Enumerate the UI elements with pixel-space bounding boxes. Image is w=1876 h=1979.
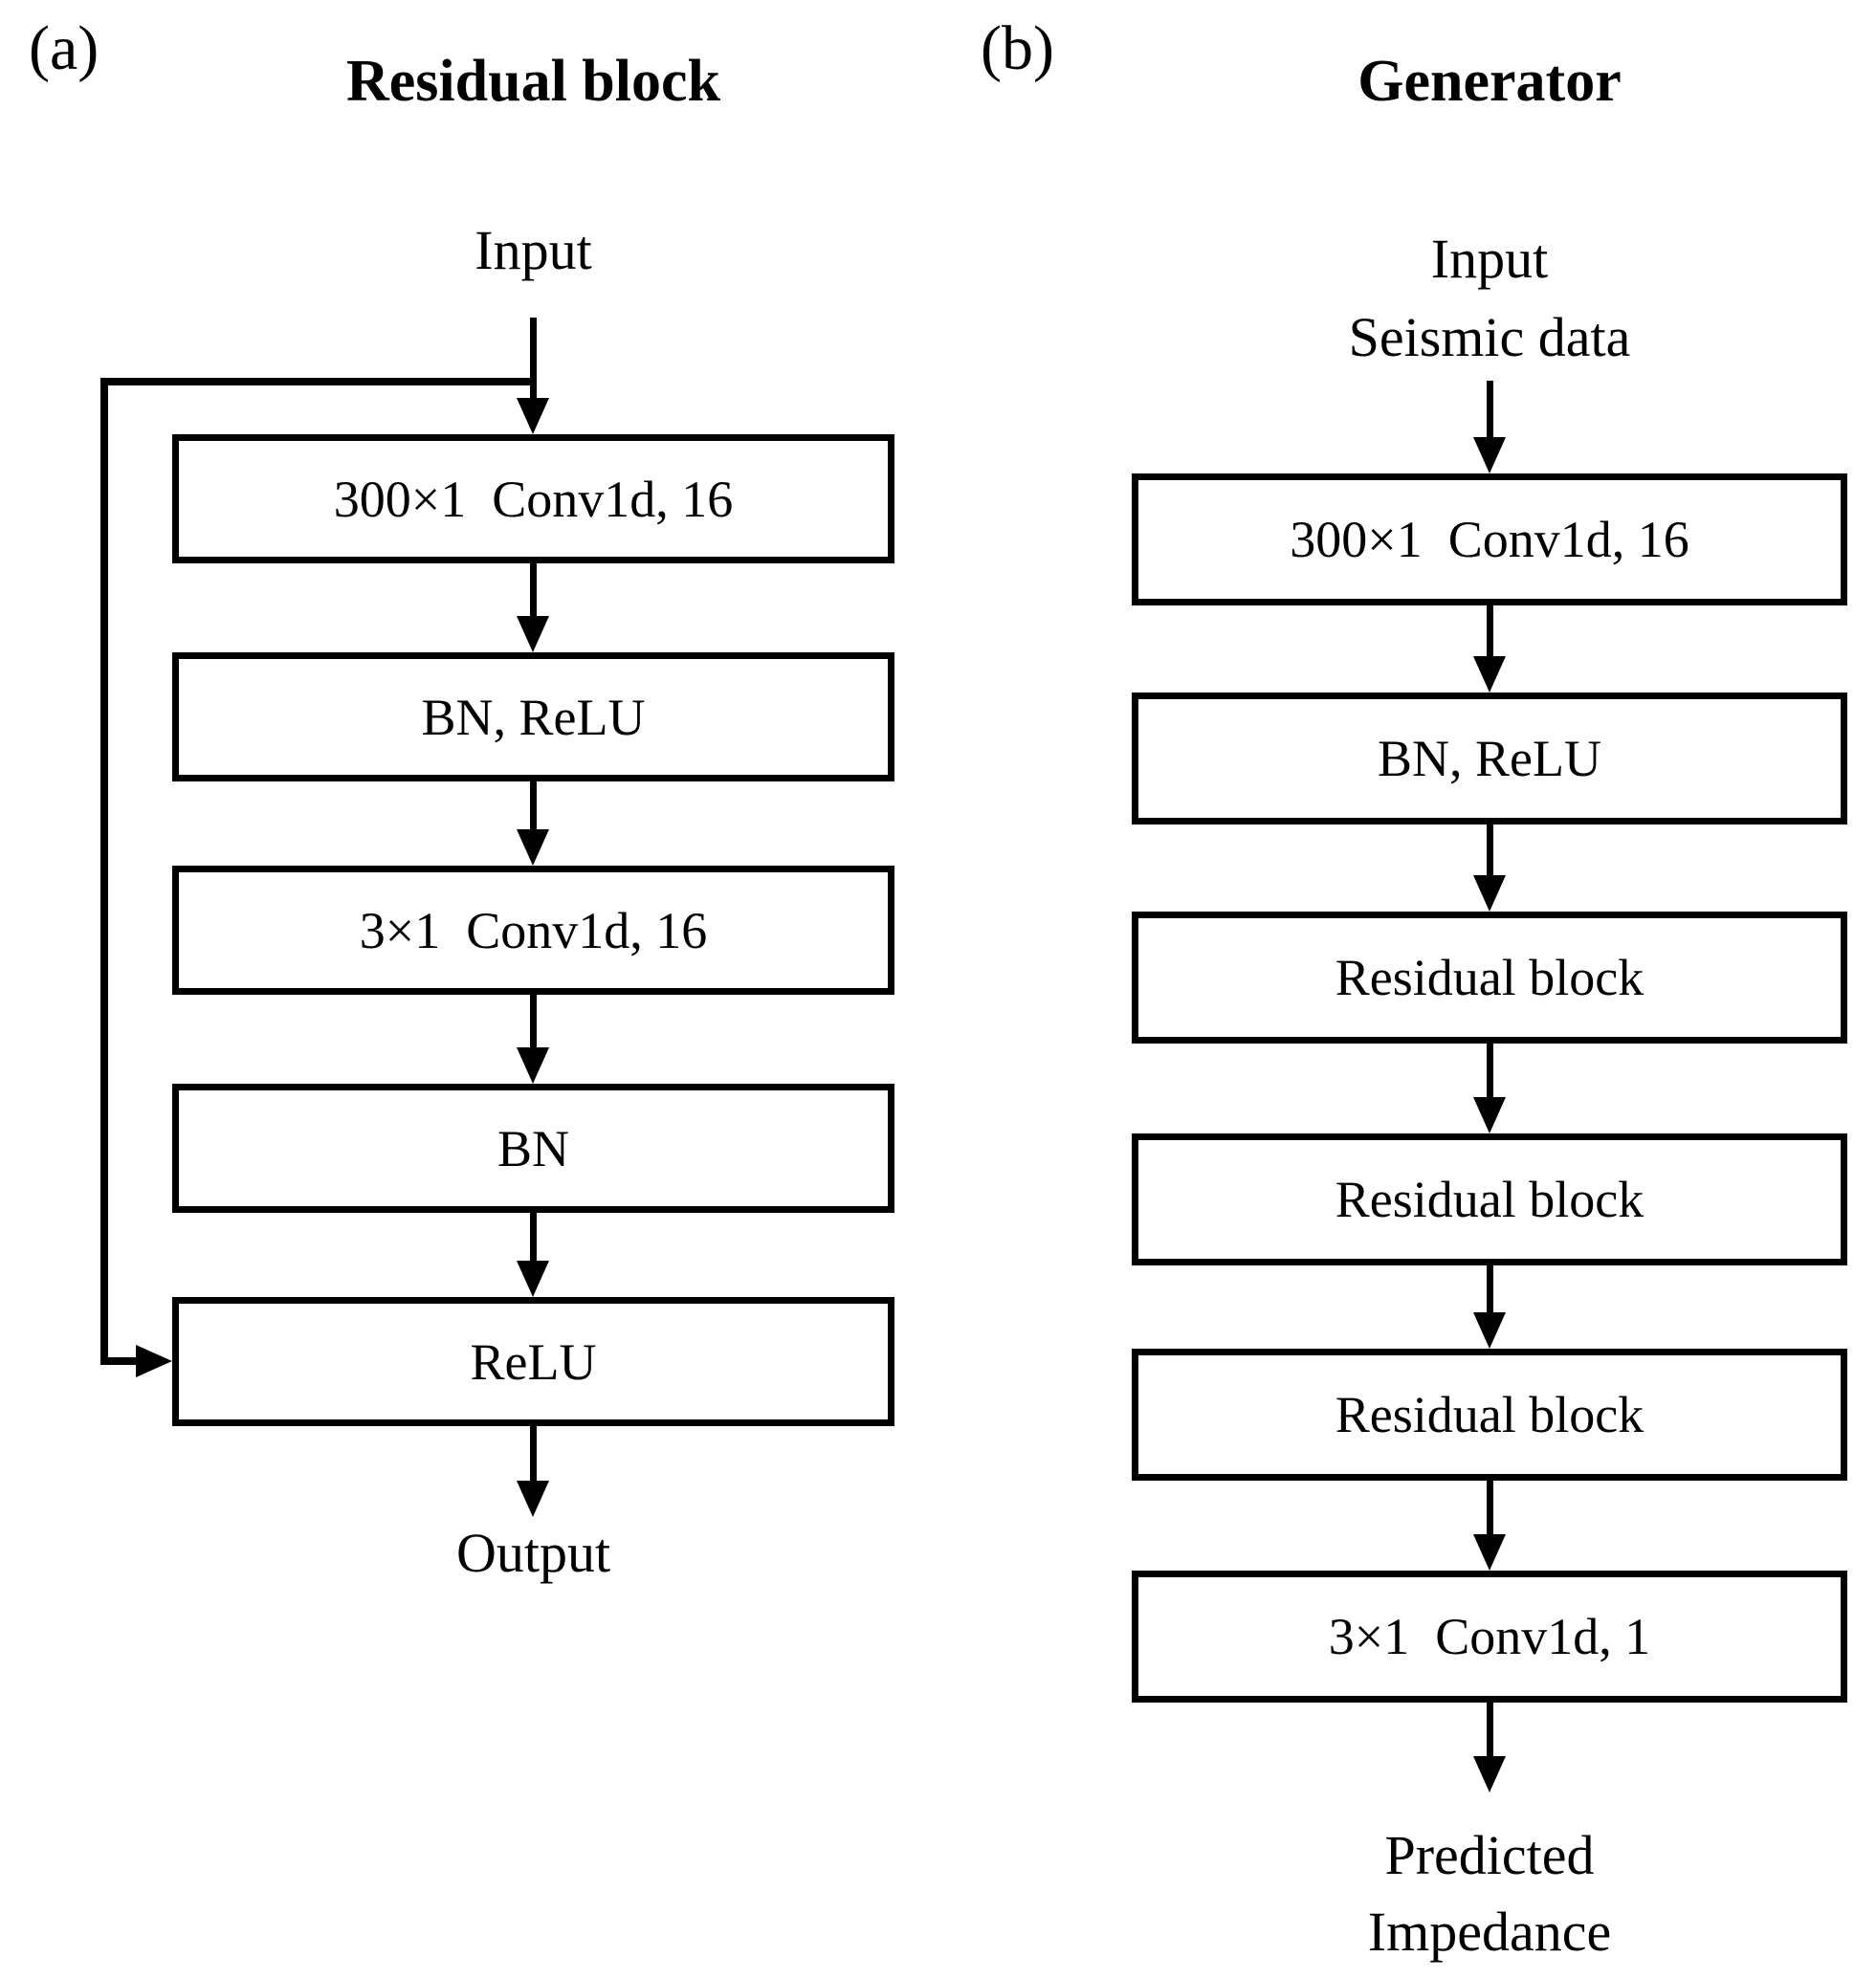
arrowhead-down-icon — [517, 1047, 549, 1084]
panel-b-input-line-1: Input — [1430, 228, 1549, 290]
panel-a-tag: (a) — [29, 13, 99, 83]
panel-b-output-label: Predicted Impedance — [1132, 1817, 1847, 1970]
box-label: 3×1 Conv1d, 16 — [359, 901, 708, 959]
arrowhead-down-icon — [517, 829, 549, 866]
arrowhead-down-icon — [1473, 1097, 1506, 1133]
arrowhead-down-icon — [1473, 656, 1506, 693]
flow-arrow-stem — [530, 781, 537, 829]
panel-a-title: Residual block — [345, 49, 721, 114]
input-arrow-stem — [530, 318, 537, 398]
box-conv-300x1: 300×1 Conv1d, 16 — [172, 434, 894, 563]
flow-arrow-stem — [1487, 1044, 1493, 1097]
input-arrow-stem — [1487, 381, 1493, 437]
panel-b-input-label: Input Seismic data — [1132, 220, 1847, 377]
arrowhead-down-icon — [517, 1261, 549, 1297]
output-arrow-stem — [530, 1426, 537, 1481]
arrowhead-down-icon — [1473, 1312, 1506, 1349]
box-label: Residual block — [1335, 1171, 1644, 1228]
arrowhead-down-icon — [517, 616, 549, 652]
box-bn: BN — [172, 1084, 894, 1213]
flow-arrow-stem — [530, 995, 537, 1047]
box-label: BN, ReLU — [421, 688, 646, 746]
arrowhead-down-icon — [1473, 1756, 1506, 1792]
box-residual-1: Residual block — [1132, 912, 1847, 1044]
arrowhead-down-icon — [1473, 437, 1506, 473]
panel-a-output-label: Output — [455, 1522, 611, 1584]
flow-arrow-stem — [530, 563, 537, 616]
panel-b-input-line-2: Seismic data — [1348, 306, 1631, 368]
skip-connection-top-line — [100, 378, 537, 385]
arrowhead-right-icon — [136, 1345, 172, 1377]
arrowhead-down-icon — [1473, 1534, 1506, 1571]
box-label: 3×1 Conv1d, 1 — [1328, 1608, 1651, 1665]
panel-residual-block: (a) Residual block Input 300×1 Conv1d, 1… — [29, 13, 894, 1584]
box-conv-3x1-out: 3×1 Conv1d, 1 — [1132, 1571, 1847, 1703]
panel-b-output-line-2: Impedance — [1367, 1901, 1612, 1963]
panel-generator: (b) Generator Input Seismic data 300×1 C… — [938, 0, 1876, 1979]
output-arrow-stem — [1487, 1703, 1493, 1756]
panel-b-output-line-1: Predicted — [1384, 1824, 1595, 1886]
arrowhead-down-icon — [1473, 875, 1506, 912]
flow-arrow-stem — [1487, 605, 1493, 656]
panel-b-title: Generator — [1357, 49, 1622, 114]
box-residual-2: Residual block — [1132, 1133, 1847, 1265]
skip-connection-vertical-line — [100, 378, 108, 1365]
flow-arrow-stem — [1487, 825, 1493, 875]
box-label: Residual block — [1335, 949, 1644, 1006]
box-conv-300x1: 300×1 Conv1d, 16 — [1132, 473, 1847, 605]
arrowhead-down-icon — [517, 398, 549, 434]
box-label: 300×1 Conv1d, 16 — [333, 470, 734, 528]
flow-arrow-stem — [1487, 1481, 1493, 1534]
box-label: ReLU — [470, 1332, 597, 1391]
box-label: BN — [497, 1119, 569, 1177]
box-label: BN, ReLU — [1378, 730, 1601, 787]
panel-b-tag: (b) — [981, 13, 1054, 83]
box-residual-3: Residual block — [1132, 1349, 1847, 1481]
flow-arrow-stem — [1487, 1265, 1493, 1312]
box-label: 300×1 Conv1d, 16 — [1290, 511, 1689, 568]
panel-a-input-label: Input — [475, 219, 592, 281]
box-bn-relu: BN, ReLU — [1132, 693, 1847, 825]
box-conv-3x1: 3×1 Conv1d, 16 — [172, 866, 894, 995]
box-relu: ReLU — [172, 1297, 894, 1426]
box-bn-relu: BN, ReLU — [172, 652, 894, 781]
flow-arrow-stem — [530, 1213, 537, 1261]
box-label: Residual block — [1335, 1386, 1644, 1443]
arrowhead-down-icon — [517, 1481, 549, 1517]
skip-connection-bottom-line — [100, 1357, 139, 1365]
